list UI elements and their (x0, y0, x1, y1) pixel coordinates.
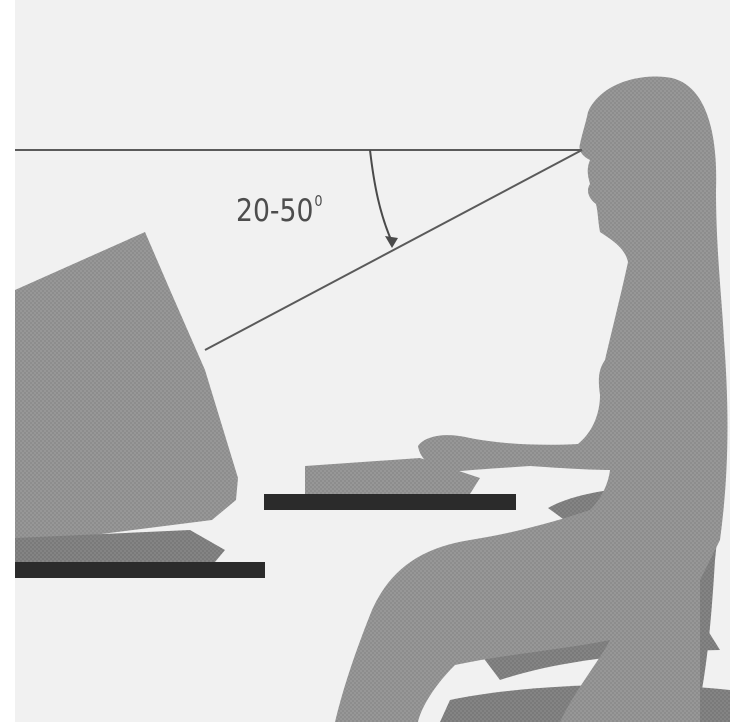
angle-arc (370, 150, 392, 242)
monitor-shelf (15, 562, 265, 578)
angle-range-text: 20-50 (236, 193, 313, 229)
keyboard-shelf (264, 494, 516, 510)
angle-arrowhead (385, 236, 398, 248)
sight-line-to-monitor (205, 150, 582, 350)
monitor (15, 232, 238, 565)
degree-mark: 0 (314, 192, 322, 210)
viewing-angle-label: 20-500 (236, 196, 323, 227)
monitor-screen (15, 232, 238, 510)
person-silhouette (335, 76, 727, 722)
